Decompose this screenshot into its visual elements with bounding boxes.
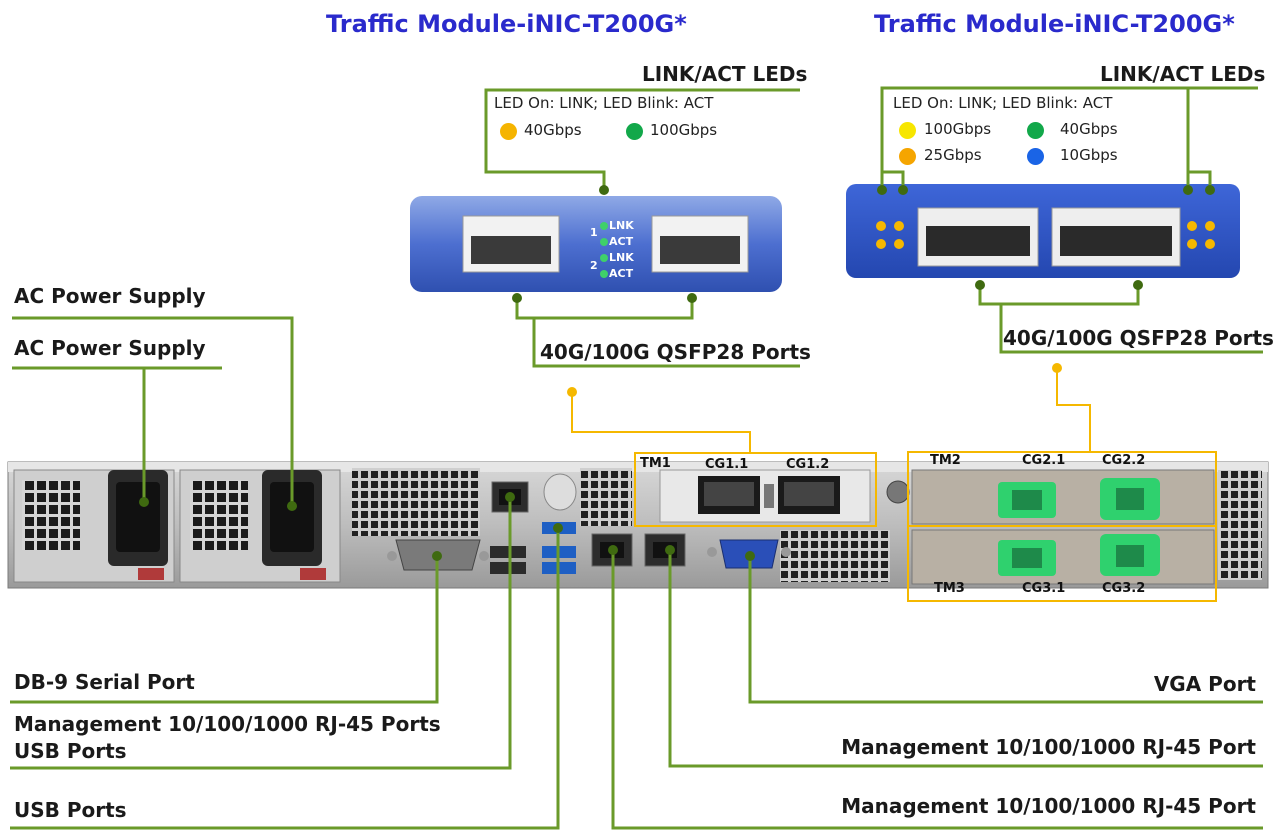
legend-dot-100gbps xyxy=(626,123,643,140)
left-legend-40gbps: 40Gbps xyxy=(524,121,582,139)
vent-grille-3 xyxy=(780,530,890,582)
cg1-1-label: CG1.1 xyxy=(705,457,749,472)
tm3-card xyxy=(911,529,1215,585)
left-leds-heading: LINK/ACT LEDs xyxy=(642,62,808,86)
tm3-label: TM3 xyxy=(934,581,965,596)
vent-grille-2 xyxy=(580,468,632,526)
led-lnk-1: LNK xyxy=(609,219,634,232)
led-port-2-number: 2 xyxy=(590,259,598,272)
cg1-2-label: CG1.2 xyxy=(786,457,830,472)
left-led-note: LED On: LINK; LED Blink: ACT xyxy=(494,94,714,112)
vent-grille-1 xyxy=(352,468,480,536)
legend-dot-40gbps xyxy=(1027,122,1044,139)
cg2-2-label: CG2.2 xyxy=(1102,453,1146,468)
traffic-module-right xyxy=(846,184,1240,278)
right-module-title: Traffic Module-iNIC-T200G* xyxy=(874,10,1235,38)
led-lnk-2: LNK xyxy=(609,251,634,264)
tm2-card xyxy=(911,469,1215,525)
right-legend-100gbps: 100Gbps xyxy=(924,120,992,138)
management-rj45-port-label-2: Management 10/100/1000 RJ-45 Port xyxy=(841,794,1256,818)
cg3-2-label: CG3.2 xyxy=(1102,581,1146,596)
power-supply-1 xyxy=(13,469,175,583)
led-act-2: ACT xyxy=(609,267,634,280)
legend-dot-25gbps xyxy=(899,148,916,165)
usb-port xyxy=(490,546,526,558)
tm1-label: TM1 xyxy=(640,456,671,471)
right-led-note: LED On: LINK; LED Blink: ACT xyxy=(893,94,1113,112)
right-legend-10gbps: 10Gbps xyxy=(1060,146,1118,164)
legend-dot-40gbps xyxy=(500,123,517,140)
chassis-knob xyxy=(543,473,577,511)
traffic-module-left xyxy=(410,196,782,292)
db9-serial-port-label: DB-9 Serial Port xyxy=(14,670,195,694)
chassis-screw xyxy=(886,480,910,504)
led-act-1: ACT xyxy=(609,235,634,248)
leader-lines xyxy=(10,86,1263,830)
tm2-label: TM2 xyxy=(930,453,961,468)
right-leds-heading: LINK/ACT LEDs xyxy=(1100,62,1266,86)
management-rj45-ports-label: Management 10/100/1000 RJ-45 Ports xyxy=(14,712,441,736)
right-legend-25gbps: 25Gbps xyxy=(924,146,982,164)
legend-dot-10gbps xyxy=(1027,148,1044,165)
usb-ports-label-2: USB Ports xyxy=(14,798,127,822)
ac-power-supply-label-2: AC Power Supply xyxy=(14,336,206,360)
vga-port-label: VGA Port xyxy=(1153,672,1256,696)
vent-grille-4 xyxy=(1218,470,1262,580)
usb-ports-label-1: USB Ports xyxy=(14,739,127,763)
module-highlights xyxy=(571,368,1217,602)
left-module-title: Traffic Module-iNIC-T200G* xyxy=(326,10,687,38)
server-chassis xyxy=(7,461,1269,589)
right-legend-40gbps: 40Gbps xyxy=(1060,120,1118,138)
power-supply-2 xyxy=(179,469,341,583)
management-rj45-port-label-1: Management 10/100/1000 RJ-45 Port xyxy=(841,735,1256,759)
ac-power-supply-label-1: AC Power Supply xyxy=(14,284,206,308)
left-legend-100gbps: 100Gbps xyxy=(650,121,718,139)
cg2-1-label: CG2.1 xyxy=(1022,453,1066,468)
tm1-card xyxy=(659,469,871,523)
usb-port xyxy=(490,562,526,574)
left-ports-label: 40G/100G QSFP28 Ports xyxy=(540,340,811,364)
cg3-1-label: CG3.1 xyxy=(1022,581,1066,596)
legend-dot-100gbps xyxy=(899,122,916,139)
led-port-1-number: 1 xyxy=(590,226,598,239)
right-ports-label: 40G/100G QSFP28 Ports xyxy=(1003,326,1274,350)
